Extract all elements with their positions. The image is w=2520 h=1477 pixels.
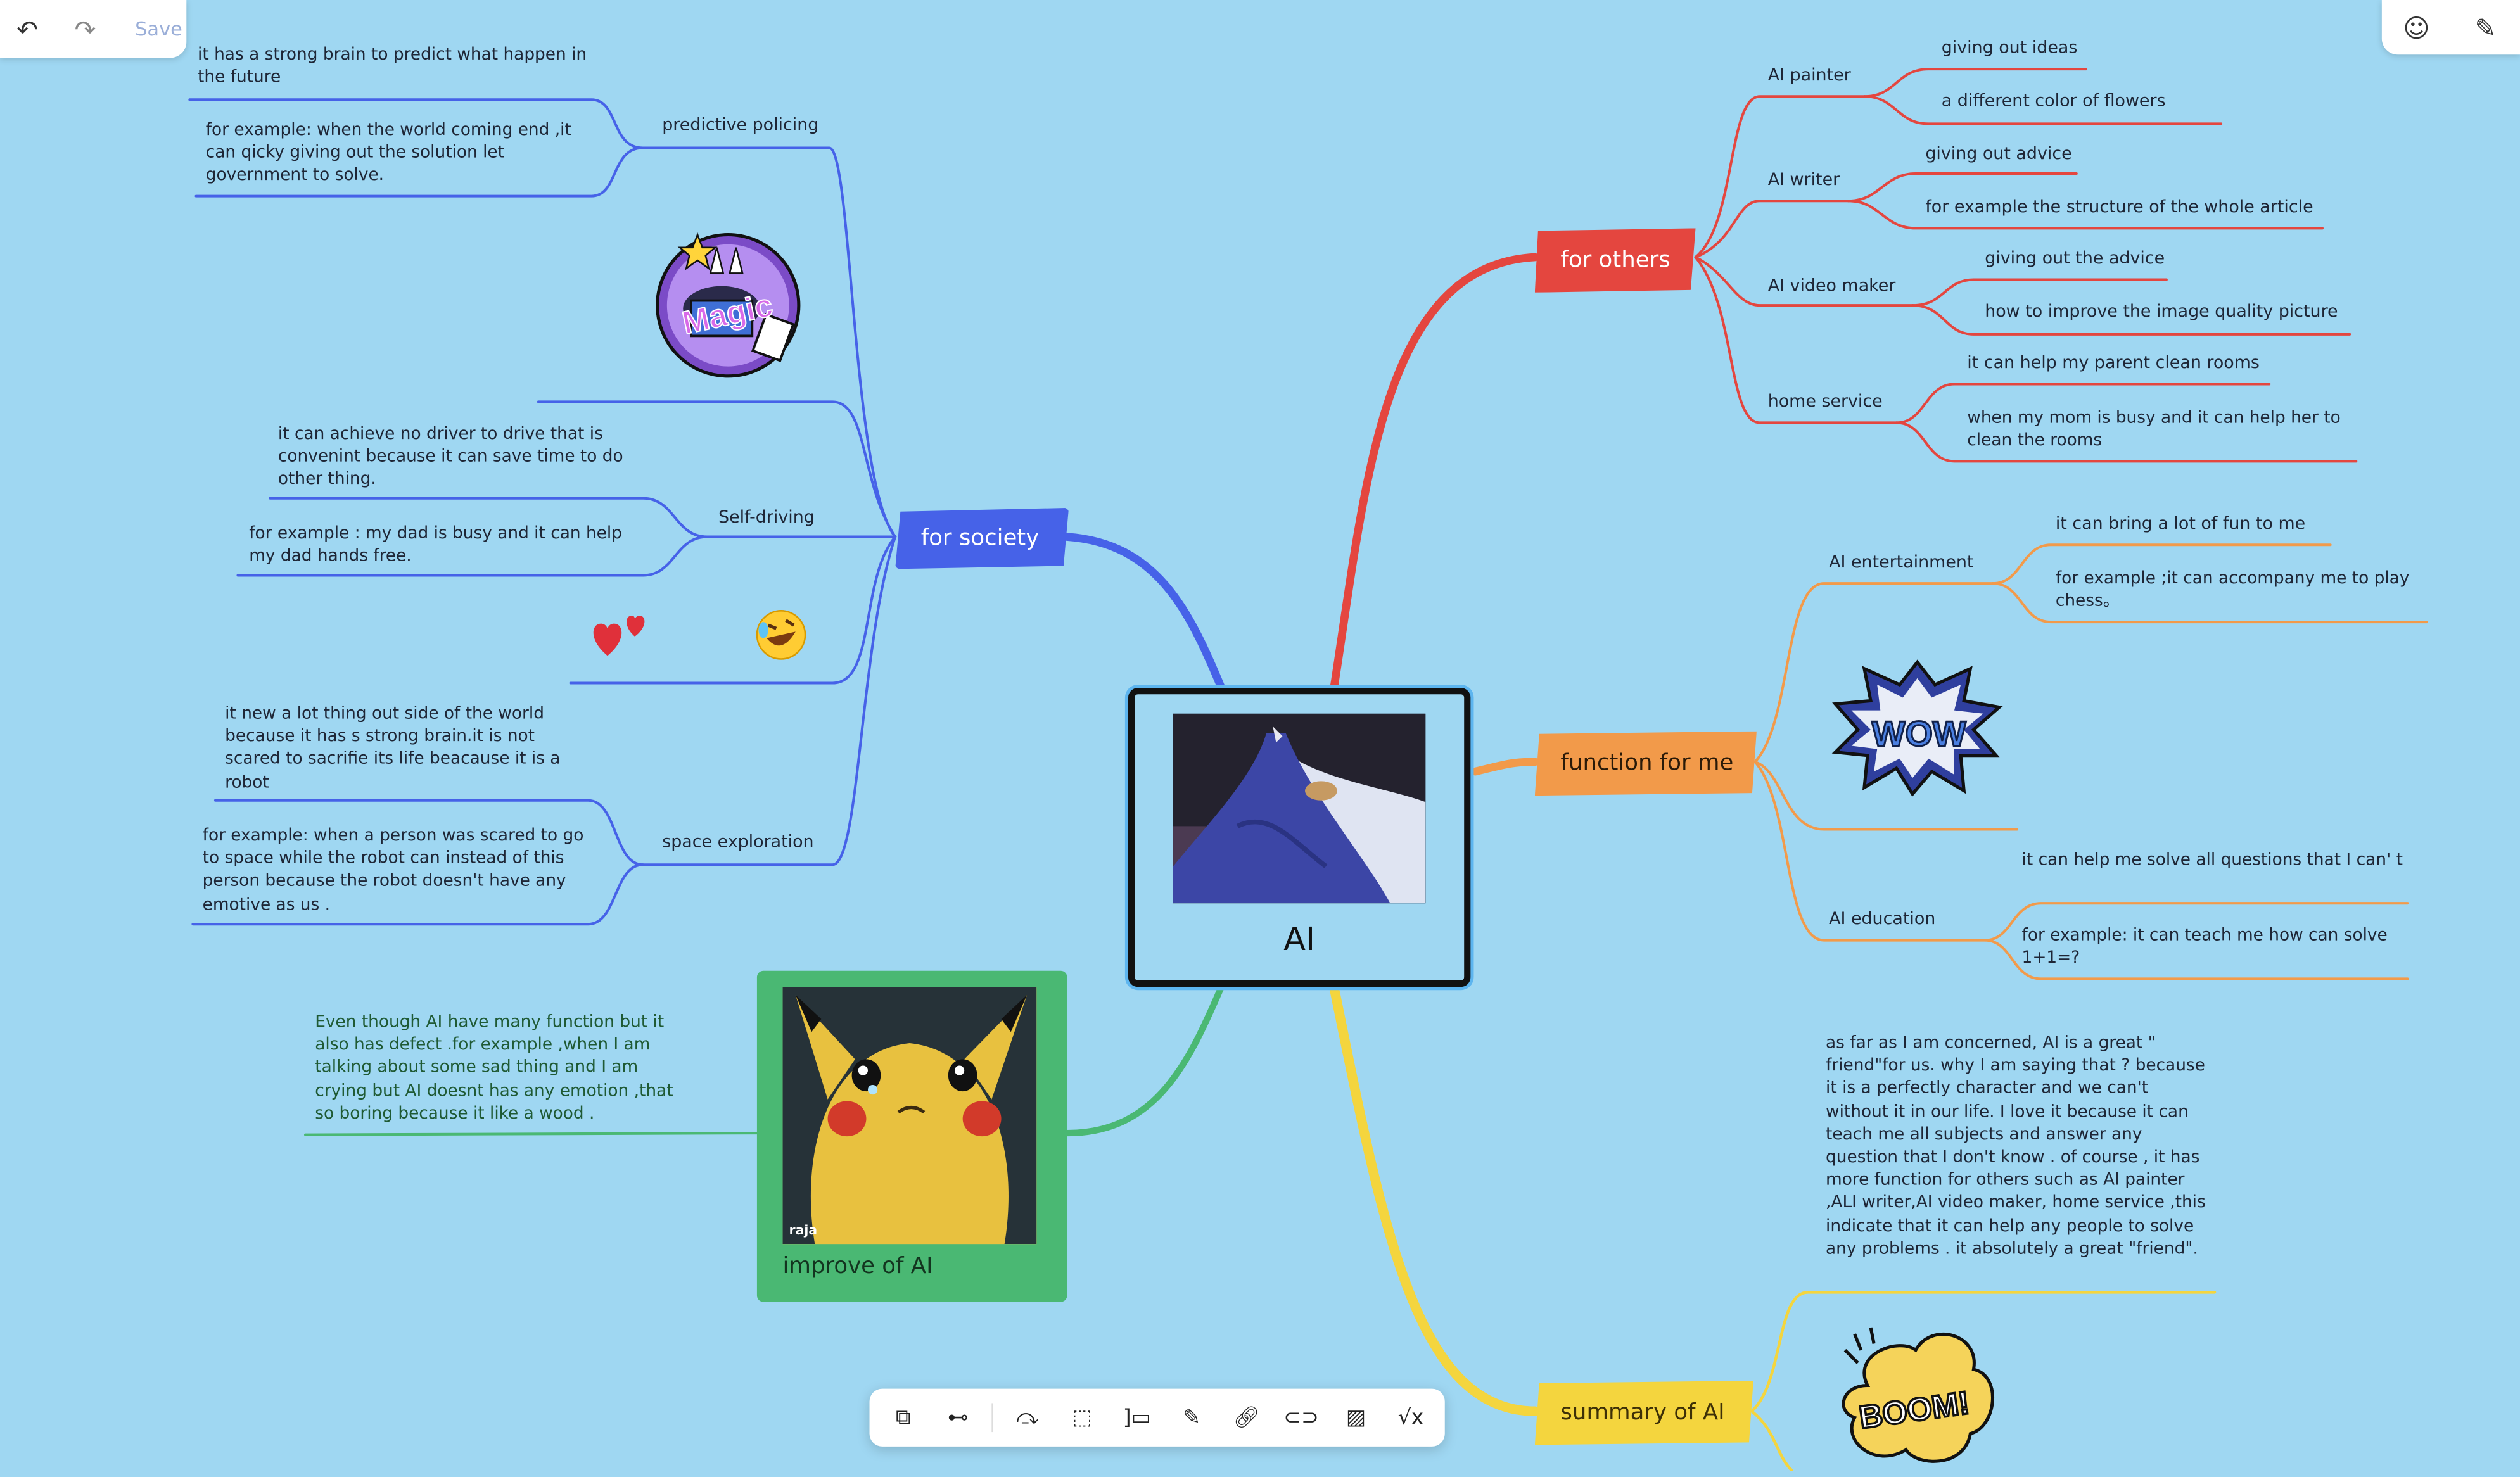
top-left-toolbar: ↶ ↷ Save	[0, 0, 187, 58]
text-predictive-2[interactable]: for example: when the world coming end ,…	[205, 120, 571, 186]
top-right-toolbar: ☺ ✎	[2381, 0, 2520, 55]
node-for-society[interactable]: for society	[895, 507, 1069, 569]
node-for-society-label: for society	[920, 525, 1040, 552]
add-sibling-node-icon[interactable]: ⊷	[947, 1405, 969, 1430]
boundary-icon[interactable]: ⬚	[1072, 1405, 1092, 1430]
node-function-for-me[interactable]: function for me	[1534, 731, 1757, 796]
improve-node-image: raja	[782, 987, 1037, 1245]
text-space-1[interactable]: it new a lot thing out side of the world…	[225, 704, 561, 792]
text-painter-1[interactable]: giving out ideas	[1941, 38, 2078, 58]
node-summary-of-ai[interactable]: summary of AI	[1534, 1380, 1753, 1445]
text-self-driving-1[interactable]: it can achieve no driver to drive that i…	[277, 424, 623, 490]
topic-ai-video-maker[interactable]: AI video maker	[1767, 276, 1896, 296]
emoji-icon[interactable]: ☺	[2403, 12, 2430, 43]
text-summary[interactable]: as far as I am concerned, AI is a great …	[1826, 1033, 2206, 1258]
boom-sticker[interactable]: BOOM!	[1835, 1321, 2002, 1471]
hearts-sticker[interactable]	[589, 611, 652, 659]
tag-icon[interactable]: ⊂⊃	[1283, 1405, 1319, 1430]
text-improve[interactable]: Even though AI have many function but it…	[315, 1012, 673, 1124]
text-space-2[interactable]: for example: when a person was scared to…	[202, 826, 584, 914]
text-writer-1[interactable]: giving out advice	[1925, 144, 2072, 164]
text-video-2[interactable]: how to improve the image quality picture	[1985, 302, 2338, 322]
topic-ai-painter[interactable]: AI painter	[1767, 66, 1851, 86]
central-node-title: AI	[1283, 919, 1316, 958]
topic-space-exploration[interactable]: space exploration	[662, 832, 814, 852]
text-painter-2[interactable]: a different color of flowers	[1941, 91, 2166, 111]
central-node-image	[1173, 713, 1426, 904]
wow-sticker[interactable]: WOW	[1829, 659, 2006, 797]
text-education-1[interactable]: it can help me solve all questions that …	[2021, 850, 2403, 870]
image-icon[interactable]: ▨	[1346, 1405, 1366, 1430]
node-for-others-label: for others	[1560, 247, 1670, 274]
node-for-others[interactable]: for others	[1534, 228, 1696, 293]
link-icon[interactable]: 🔗︎	[1233, 1405, 1260, 1430]
text-writer-2[interactable]: for example the structure of the whole a…	[1925, 198, 2313, 217]
node-summary-of-ai-label: summary of AI	[1560, 1400, 1725, 1426]
formula-icon[interactable]: √x	[1397, 1405, 1424, 1430]
text-entertainment-2[interactable]: for example ;it can accompany me to play…	[2055, 569, 2410, 611]
text-entertainment-1[interactable]: it can bring a lot of fun to me	[2055, 514, 2306, 534]
redo-icon[interactable]: ↷	[74, 13, 96, 44]
undo-icon[interactable]: ↶	[16, 13, 39, 44]
brush-icon[interactable]: ✎	[2474, 12, 2497, 43]
image-watermark: raja	[789, 1223, 818, 1238]
laughing-emoji-sticker[interactable]	[752, 607, 810, 662]
topic-ai-entertainment[interactable]: AI entertainment	[1829, 552, 1974, 573]
toolbar-divider	[991, 1403, 994, 1433]
note-icon[interactable]: ✎	[1183, 1405, 1201, 1430]
add-child-node-icon[interactable]: ⧉	[896, 1405, 911, 1430]
text-video-1[interactable]: giving out the advice	[1985, 249, 2165, 269]
topic-ai-education[interactable]: AI education	[1829, 910, 1936, 929]
relationship-line-icon[interactable]: ⤼	[1016, 1405, 1039, 1430]
topic-home-service[interactable]: home service	[1767, 392, 1883, 412]
save-button[interactable]: Save	[135, 17, 182, 41]
text-predictive-1[interactable]: it has a strong brain to predict what ha…	[198, 45, 587, 87]
text-education-2[interactable]: for example: it can teach me how can sol…	[2021, 925, 2388, 968]
central-node[interactable]: AI	[1128, 688, 1471, 987]
topic-self-driving[interactable]: Self-driving	[718, 507, 815, 528]
node-improve-of-ai[interactable]: raja improve of AI	[756, 970, 1067, 1302]
summary-brace-icon[interactable]: ]▭	[1123, 1405, 1151, 1430]
topic-ai-writer[interactable]: AI writer	[1767, 170, 1840, 190]
node-improve-of-ai-label: improve of AI	[782, 1253, 933, 1280]
node-function-for-me-label: function for me	[1560, 751, 1734, 777]
bottom-toolbar: ⧉ ⊷ ⤼ ⬚ ]▭ ✎ 🔗︎ ⊂⊃ ▨ √x	[869, 1388, 1445, 1447]
topic-predictive-policing[interactable]: predictive policing	[662, 115, 819, 136]
text-home-2[interactable]: when my mom is busy and it can help her …	[1967, 408, 2341, 451]
wow-sticker-text: WOW	[1872, 713, 1966, 753]
text-home-1[interactable]: it can help my parent clean rooms	[1967, 353, 2260, 373]
magic-sticker[interactable]: Magic	[649, 228, 810, 383]
text-self-driving-2[interactable]: for example : my dad is busy and it can …	[249, 524, 622, 566]
